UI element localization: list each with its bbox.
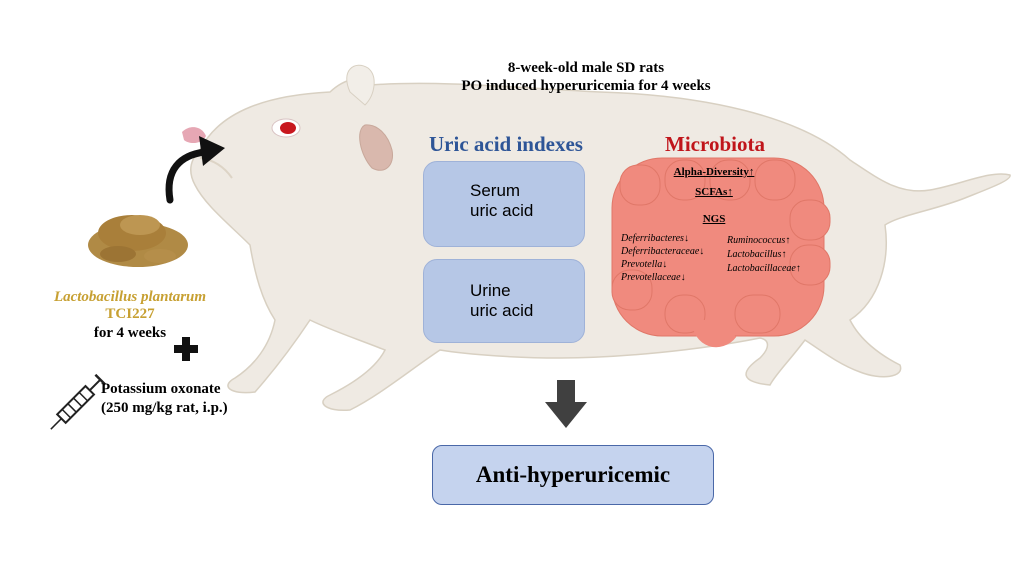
taxon-increased-3: Lactobacillaceae↑: [727, 263, 801, 274]
taxon-decreased-2: Deferribacteraceae↓: [621, 246, 705, 257]
urine-panel: [423, 259, 585, 343]
result-box: [432, 445, 714, 505]
serum-panel: [423, 161, 585, 247]
scfas-label: SCFAs↑: [695, 186, 733, 198]
rat-body: [182, 64, 1011, 411]
curved-arrow: [165, 136, 225, 204]
result-label: Anti-hyperuricemic: [475, 462, 671, 487]
ngs-label: NGS: [702, 213, 726, 225]
probiotic-name: Lactobacillus plantarum: [53, 289, 207, 305]
probiotic-strain: TCI227: [105, 306, 155, 322]
plus-icon: [174, 337, 198, 361]
microbiota-title: Microbiota: [665, 132, 765, 156]
intestine-graphic: [611, 157, 831, 348]
serum-label-line2: uric acid: [470, 201, 534, 220]
syringe-icon: [50, 373, 107, 430]
urine-label-line1: Urine: [470, 281, 511, 300]
serum-uric-acid-label: Serum uric acid: [470, 181, 533, 221]
powder-pile: [88, 215, 188, 267]
taxon-increased-1: Ruminococcus↑: [727, 235, 791, 246]
taxon-increased-2: Lactobacillus↑: [727, 249, 787, 260]
taxon-decreased-4: Prevotellaceae↓: [621, 272, 686, 283]
inducer-name: Potassium oxonate: [101, 381, 221, 397]
serum-label-line1: Serum: [470, 181, 521, 200]
study-design-line1: 8-week-old male SD rats: [507, 60, 665, 76]
taxon-decreased-1: Deferribacteres↓: [621, 233, 689, 244]
result-arrow: [545, 380, 587, 428]
inducer-dose: (250 mg/kg rat, i.p.): [101, 400, 228, 416]
alpha-diversity-label: Alpha-Diversity↑: [673, 166, 755, 178]
urine-uric-acid-label: Urine uric acid: [470, 281, 533, 321]
probiotic-duration: for 4 weeks: [93, 325, 167, 341]
urine-label-line2: uric acid: [470, 301, 534, 320]
taxon-decreased-3: Prevotella↓: [621, 259, 668, 270]
uric-acid-title: Uric acid indexes: [429, 132, 583, 156]
study-design-line2: PO induced hyperuricemia for 4 weeks: [461, 78, 711, 94]
